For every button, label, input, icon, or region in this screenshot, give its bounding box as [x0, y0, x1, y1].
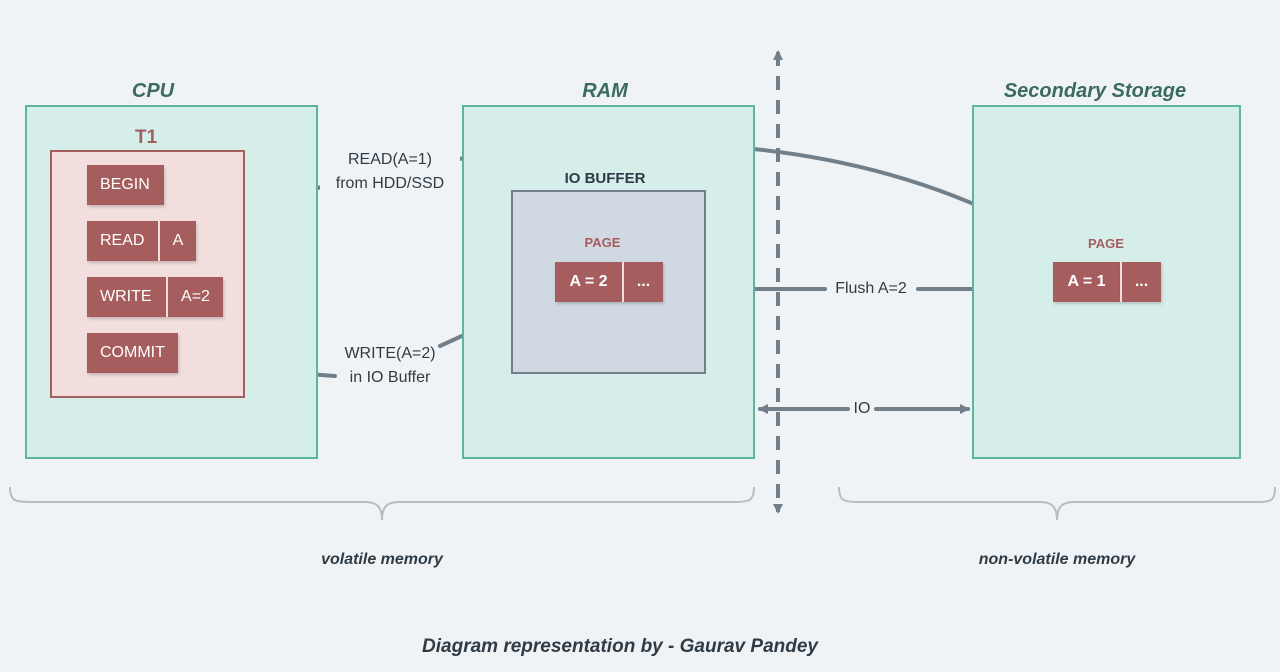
disk-page: A = 1 ...: [1053, 262, 1161, 302]
begin-op: BEGIN: [87, 165, 164, 205]
write-edge-line2: in IO Buffer: [349, 369, 431, 386]
io-buffer-cell-more: ...: [622, 262, 663, 302]
write-op: WRITE A=2: [87, 277, 223, 317]
io-buffer-page-label: PAGE: [584, 235, 621, 250]
ram-title: RAM: [582, 80, 628, 102]
read-op-label: READ: [87, 221, 158, 261]
read-edge-line1: READ(A=1): [347, 151, 433, 168]
read-op-arg: A: [158, 221, 196, 261]
read-edge-line2: from HDD/SSD: [335, 175, 445, 192]
io-buffer-cell-value: A = 2: [555, 262, 622, 302]
commit-op: COMMIT: [87, 333, 178, 373]
flush-label: Flush A=2: [835, 280, 907, 297]
write-op-arg: A=2: [166, 277, 223, 317]
disk-cell-value: A = 1: [1053, 262, 1120, 302]
storage-title: Secondary Storage: [1003, 80, 1187, 102]
non-volatile-memory-label: non-volatile memory: [978, 551, 1136, 568]
volatile-brace: [9, 486, 755, 521]
non-volatile-brace: [838, 486, 1276, 521]
disk-cell-more: ...: [1120, 262, 1161, 302]
read-edge-label: READ(A=1) from HDD/SSD: [320, 148, 460, 196]
read-op: READ A: [87, 221, 196, 261]
transaction-name: T1: [135, 127, 158, 148]
diagram-credit: Diagram representation by - Gaurav Pande…: [422, 636, 818, 657]
write-edge-label: WRITE(A=2) in IO Buffer: [320, 342, 460, 390]
disk-page-label: PAGE: [1088, 236, 1124, 251]
write-edge-line1: WRITE(A=2): [344, 345, 436, 362]
io-label: IO: [853, 400, 871, 417]
write-op-label: WRITE: [87, 277, 166, 317]
io-buffer-page: A = 2 ...: [555, 262, 663, 302]
io-buffer-title: IO BUFFER: [564, 170, 646, 187]
cpu-title: CPU: [131, 80, 175, 102]
volatile-memory-label: volatile memory: [321, 551, 443, 568]
